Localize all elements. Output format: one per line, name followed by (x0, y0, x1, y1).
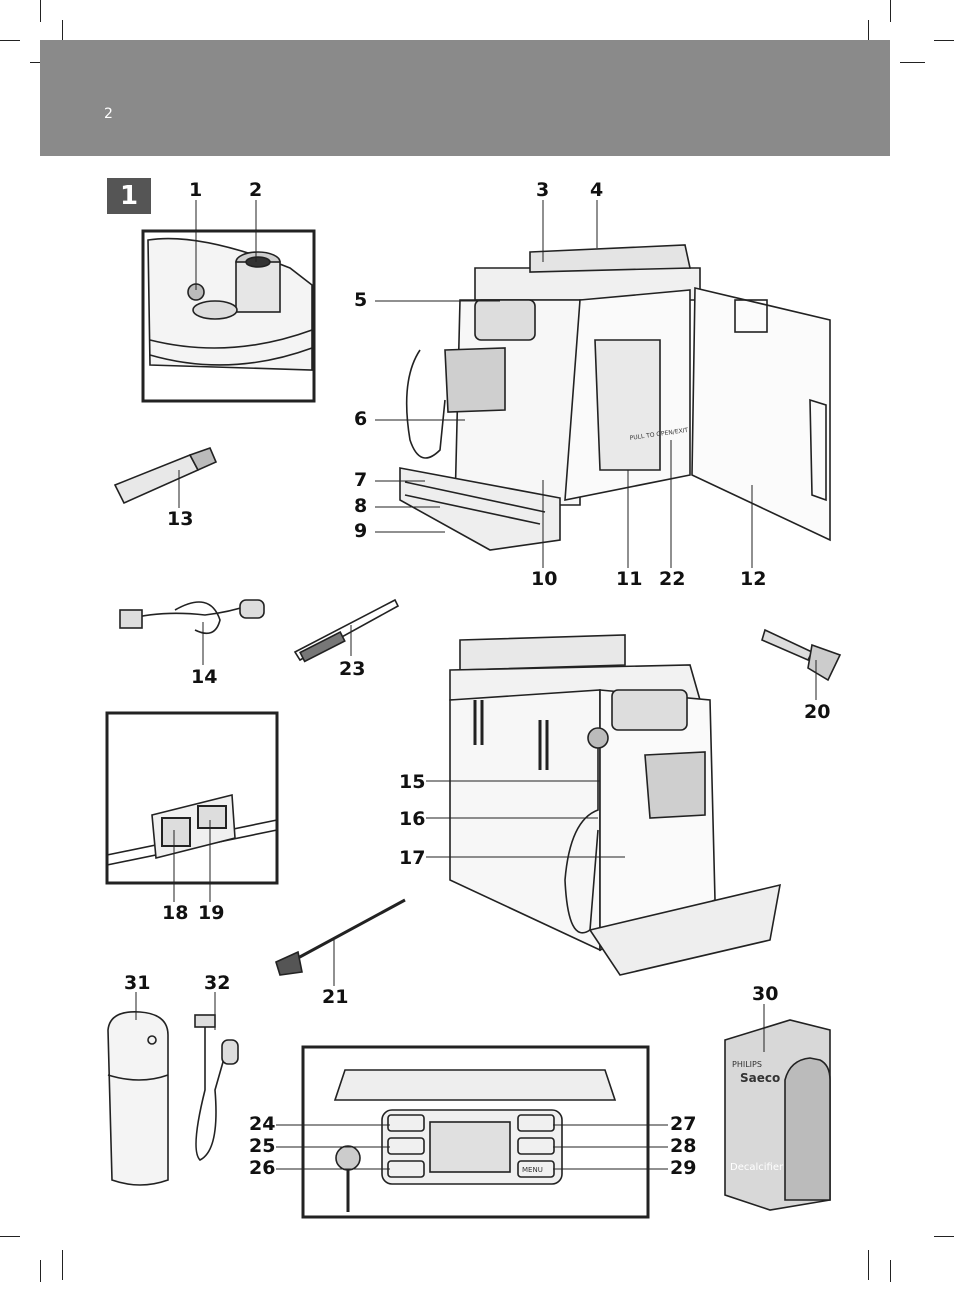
machine2-side (449, 689, 601, 952)
callout-11: 11 (616, 568, 643, 590)
control-panel-top (474, 299, 536, 341)
callout-7: 7 (354, 469, 368, 491)
callout-20: 20 (804, 701, 831, 723)
brand-philips: PHILIPS (732, 1060, 762, 1069)
inset-power-frame (105, 711, 279, 885)
callout-28: 28 (670, 1135, 697, 1157)
machine2-lid (459, 634, 626, 671)
callout-13: 13 (167, 508, 194, 530)
page-number: 2 (104, 106, 113, 122)
callout-1: 1 (189, 179, 203, 201)
callout-26: 26 (249, 1157, 276, 1179)
crop-mark (62, 20, 63, 50)
callout-2: 2 (249, 179, 263, 201)
callout-27: 27 (670, 1113, 697, 1135)
callout-19: 19 (198, 902, 225, 924)
crop-mark (868, 1250, 869, 1280)
crop-mark (40, 0, 41, 22)
callout-6: 6 (354, 408, 368, 430)
service-door (691, 286, 831, 542)
callout-31: 31 (124, 972, 151, 994)
power-cord (124, 604, 251, 621)
callout-14: 14 (191, 666, 218, 688)
measuring-scoop (761, 628, 814, 662)
callout-15: 15 (399, 771, 426, 793)
inset-control-frame (301, 1045, 650, 1219)
callout-22: 22 (659, 568, 686, 590)
callout-4: 4 (590, 179, 604, 201)
milk-tube (195, 1015, 226, 1161)
brew-group (594, 339, 661, 471)
crop-mark (868, 20, 869, 50)
drip-tray (399, 467, 561, 551)
machine2-drip-tray (588, 883, 782, 976)
callout-24: 24 (249, 1113, 276, 1135)
crop-mark (0, 40, 20, 41)
callout-32: 32 (204, 972, 231, 994)
callout-8: 8 (354, 495, 368, 517)
callout-12: 12 (740, 568, 767, 590)
milk-jug (107, 1011, 169, 1186)
callout-9: 9 (354, 520, 368, 542)
crop-mark (934, 40, 954, 41)
cleaning-brush (284, 898, 406, 967)
callout-3: 3 (536, 179, 550, 201)
crop-mark (0, 1236, 20, 1237)
header-bar (40, 40, 890, 156)
callout-25: 25 (249, 1135, 276, 1157)
dispenser (444, 347, 506, 413)
crop-mark (40, 1260, 41, 1282)
crop-mark (890, 0, 891, 22)
section-badge: 1 (107, 178, 151, 214)
callout-10: 10 (531, 568, 558, 590)
crop-mark (890, 1260, 891, 1282)
callout-17: 17 (399, 847, 426, 869)
callout-30: 30 (752, 983, 779, 1005)
crop-mark (62, 1250, 63, 1280)
grease-tube (113, 453, 200, 505)
callout-18: 18 (162, 902, 189, 924)
callout-16: 16 (399, 808, 426, 830)
crop-mark (934, 1236, 954, 1237)
brand-saeco: Saeco (740, 1071, 780, 1085)
callout-29: 29 (670, 1157, 697, 1179)
crop-mark (900, 62, 925, 63)
menu-button-label: MENU (522, 1166, 543, 1174)
product-name: Decalcifier (730, 1162, 784, 1173)
leader-lines (135, 200, 817, 1170)
callout-5: 5 (354, 289, 368, 311)
bean-lid (529, 244, 691, 273)
callout-23: 23 (339, 658, 366, 680)
callout-21: 21 (322, 986, 349, 1008)
decalcifier-bottle (784, 1057, 831, 1201)
inset-grinder-frame (141, 229, 316, 403)
